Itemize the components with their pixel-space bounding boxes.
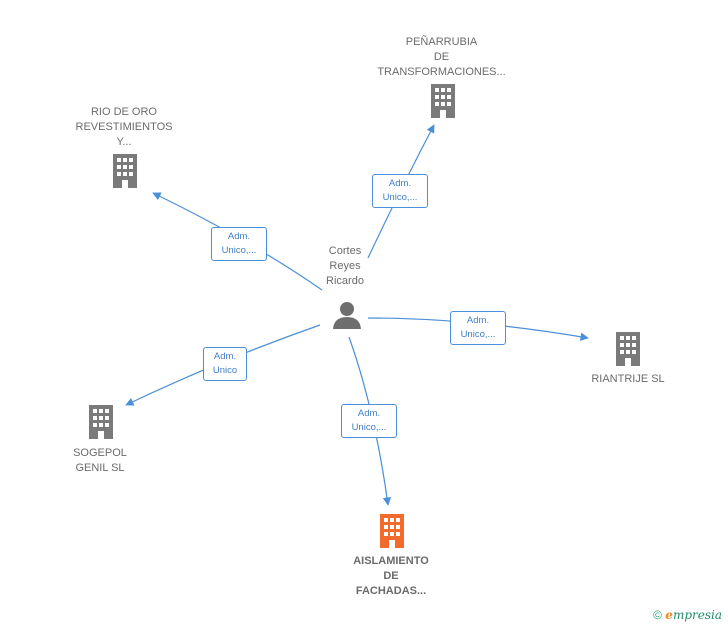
building-icon-sogepol[interactable]: [86, 405, 116, 441]
edge-label-penarrubia[interactable]: Adm. Unico,...: [372, 174, 428, 208]
building-icon-aislamiento[interactable]: [377, 514, 407, 550]
center-person-name[interactable]: Cortes Reyes Ricardo: [326, 245, 364, 287]
copyright-symbol: ©: [653, 608, 662, 622]
edge-label-aislamiento[interactable]: Adm. Unico,...: [341, 404, 397, 438]
brand-footer[interactable]: © empresia: [653, 608, 722, 622]
edge-label-riodeoro[interactable]: Adm. Unico,...: [211, 227, 267, 261]
company-label-penarrubia[interactable]: PEÑARRUBIA DE TRANSFORMACIONES...: [377, 36, 506, 78]
building-icon-penarrubia[interactable]: [428, 84, 458, 120]
company-label-aislamiento[interactable]: AISLAMIENTO DE FACHADAS...: [353, 555, 429, 597]
company-label-sogepol[interactable]: SOGEPOL GENIL SL: [73, 447, 127, 474]
building-icon-riodeoro[interactable]: [110, 154, 140, 190]
company-label-riantrije[interactable]: RIANTRIJE SL: [591, 373, 665, 385]
edge-label-sogepol[interactable]: Adm. Unico: [203, 347, 247, 381]
company-label-riodeoro[interactable]: RIO DE ORO REVESTIMIENTOS Y...: [75, 106, 173, 148]
person-icon[interactable]: [332, 300, 362, 330]
building-icon-riantrije[interactable]: [613, 332, 643, 368]
brand-logo: empresia: [665, 608, 722, 622]
edge-label-riantrije[interactable]: Adm. Unico,...: [450, 311, 506, 345]
